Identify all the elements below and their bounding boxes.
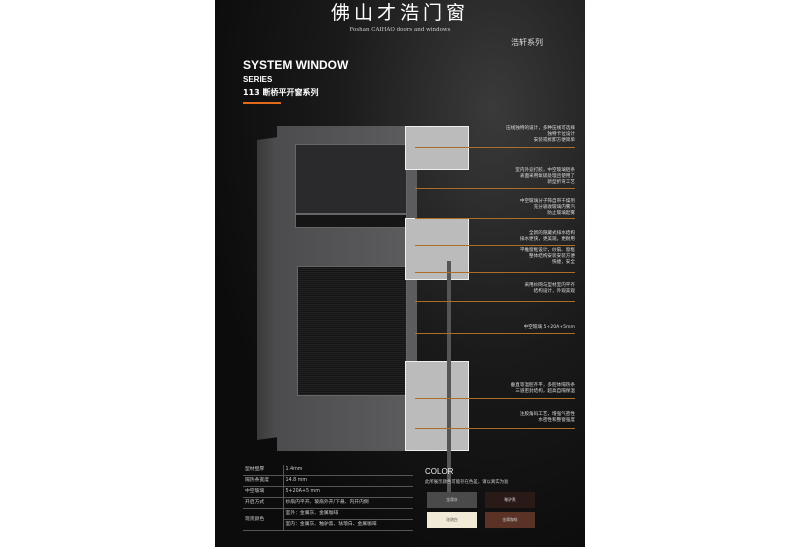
series-label: 浩轩系列 bbox=[511, 38, 543, 47]
leader-line bbox=[415, 245, 575, 246]
spec-key: 中空玻璃 bbox=[243, 486, 284, 498]
profile-section bbox=[405, 218, 469, 280]
annotation-note: 平推窗框设计，纱扇、窗框整体结构安装安装方便快捷，安全 bbox=[455, 248, 575, 266]
table-row: 现货颜色室外：金属灰、金属咖啡 bbox=[243, 508, 413, 531]
table-row: 开启方式纱扇内平开、玻扇外开/下悬、内开内倒 bbox=[243, 497, 413, 509]
annotation-note: 注胶角码工艺，增强气密性水密性和整窗强度 bbox=[455, 412, 575, 424]
annotation-line: 采用纱网与型材室内平齐 bbox=[524, 283, 575, 288]
model-title: 113 断桥平开窗系列 bbox=[243, 88, 319, 97]
annotation-line: 垂直等温腔齐平，多腔体隔热条 bbox=[510, 383, 575, 388]
annotation-note: 中空玻璃 5+20A+5mm bbox=[455, 325, 575, 331]
spec-value: 14.8 mm bbox=[283, 475, 413, 487]
profile-section bbox=[405, 126, 469, 170]
annotation-note: 室内外竞打胶，中空玻璃铝条表面采用氧硫处理且使用了新型折弯工艺 bbox=[455, 168, 575, 186]
annotation-line: 快捷，安全 bbox=[552, 260, 575, 265]
brand-name: 佛山才浩门窗 bbox=[330, 2, 469, 24]
accent-bar bbox=[243, 102, 281, 104]
annotation-note: 垂直等温腔齐平，多腔体隔热条三道密封结构，超高自隔保温 bbox=[455, 383, 575, 395]
spec-key: 现货颜色 bbox=[243, 508, 284, 531]
leader-line bbox=[415, 188, 575, 189]
annotation-line: 中空玻璃分子筛自带干燥剂 bbox=[519, 199, 575, 204]
leader-line bbox=[415, 398, 575, 399]
title: SYSTEM WINDOW bbox=[243, 58, 349, 72]
annotation-line: 新型折弯工艺 bbox=[547, 180, 575, 185]
annotation-line: 全新的隐藏式排水结构 bbox=[529, 231, 575, 236]
annotation-line: 独特卡位设计 bbox=[547, 132, 575, 137]
leader-line bbox=[415, 272, 575, 273]
spec-key: 开启方式 bbox=[243, 497, 284, 509]
swatch-white: 珐琅白 bbox=[427, 512, 477, 528]
profile-section bbox=[405, 361, 469, 451]
screen-mesh bbox=[297, 266, 407, 396]
annotation-line: 中空玻璃 5+20A+5mm bbox=[523, 325, 575, 330]
spec-value: 1.4mm bbox=[283, 465, 413, 476]
annotation-line: 充分吸收玻璃内雾汽 bbox=[533, 205, 575, 210]
spec-value: 纱扇内平开、玻扇外开/下悬、内开内倒 bbox=[283, 497, 413, 509]
leader-line bbox=[415, 218, 575, 219]
leader-line bbox=[415, 333, 575, 334]
annotation-line: 整体结构安装安装方便 bbox=[529, 254, 575, 259]
upper-glass bbox=[295, 214, 407, 228]
table-row: 室内：金属灰、釉驴黑、珐琅白、金属咖啡 bbox=[243, 519, 413, 531]
leader-line bbox=[415, 147, 575, 148]
spec-value: 5+20A+5 mm bbox=[283, 486, 413, 498]
annotation-line: 结构设计，外观美观 bbox=[533, 289, 575, 294]
annotation-line: 平推窗框设计，纱扇、窗框 bbox=[519, 248, 575, 253]
annotation-line: 水密性和整窗强度 bbox=[538, 418, 575, 423]
upper-panel bbox=[295, 144, 407, 214]
annotation-line: 表面采用氧硫处理且使用了 bbox=[519, 174, 575, 179]
window-illustration bbox=[257, 126, 469, 501]
annotation-note: 中空玻璃分子筛自带干燥剂充分吸收玻璃内雾汽防止玻璃起雾 bbox=[455, 199, 575, 217]
annotation-line: 注胶角码工艺，增强气密性 bbox=[519, 412, 575, 417]
leader-line bbox=[415, 301, 575, 302]
annotation-line: 安装或拆卸方便简单 bbox=[533, 138, 575, 143]
swatch-coffee: 金属咖啡 bbox=[485, 512, 535, 528]
glass-section bbox=[447, 261, 451, 501]
swatch-black: 釉驴黑 bbox=[485, 492, 535, 508]
subtitle: SERIES bbox=[243, 75, 273, 84]
annotation-note: 采用纱网与型材室内平齐结构设计，外观美观 bbox=[455, 283, 575, 295]
annotation-line: 室内外竞打胶，中空玻璃铝条 bbox=[515, 168, 575, 173]
product-poster: 佛山才浩门窗 Foshan CAIHAO doors and windows 浩… bbox=[215, 0, 585, 547]
annotation-line: 防止玻璃起雾 bbox=[547, 211, 575, 216]
annotation-line: 三道密封结构，超高自隔保温 bbox=[515, 389, 575, 394]
annotation-line: 排水更快，更美观，更耐用 bbox=[519, 237, 575, 242]
swatch-metal-grey: 金属灰 bbox=[427, 492, 477, 508]
spec-key: 型材壁厚 bbox=[243, 465, 284, 476]
brand-name-en: Foshan CAIHAO doors and windows bbox=[349, 27, 451, 33]
spec-value: 室内：金属灰、釉驴黑、珐琅白、金属咖啡 bbox=[283, 519, 413, 531]
annotation-note: 压线独特的设计，多种压线可选择独特卡位设计安装或拆卸方便简单 bbox=[455, 126, 575, 144]
spec-value: 室外：金属灰、金属咖啡 bbox=[283, 508, 413, 520]
leader-line bbox=[415, 428, 575, 429]
color-note: 此所展示颜色可能存在色差，请以真实为准 bbox=[425, 480, 509, 485]
annotation-line: 压线独特的设计，多种压线可选择 bbox=[506, 126, 575, 131]
annotation-note: 全新的隐藏式排水结构排水更快，更美观，更耐用 bbox=[455, 231, 575, 243]
color-title: COLOR bbox=[425, 467, 454, 476]
spec-key: 隔热条宽度 bbox=[243, 475, 284, 487]
